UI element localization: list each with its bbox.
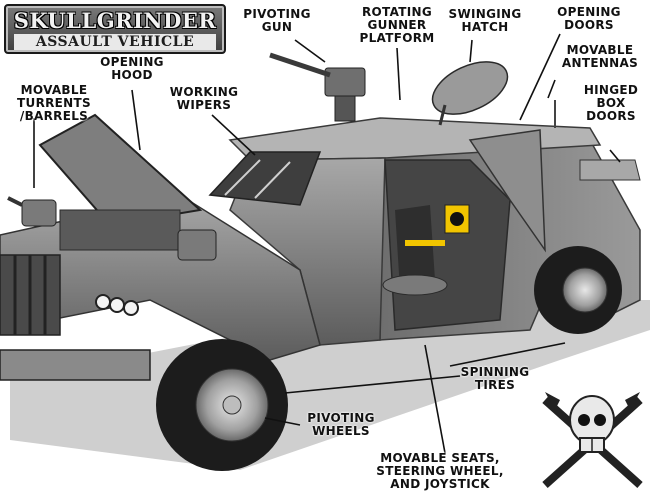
headlight [95,294,111,310]
callout-pivoting-wheels: PIVOTING WHEELS [307,411,375,438]
callout-spinning-tires: SPINNING TIRES [460,365,530,392]
callout-pivoting-gun: PIVOTING GUN [243,7,311,34]
front-turret [21,199,57,227]
arrow-seats [424,344,446,454]
logo-subtitle: ASSAULT VEHICLE [14,34,216,50]
front-turret [177,229,217,261]
logo-title: SKULLGRINDER [13,8,217,33]
arrow-swinging-hatch [469,39,473,63]
callout-movable-antennas: MOVABLE ANTENNAS [561,43,639,70]
arrow-antennas [547,79,556,99]
arrow-box-doors [609,149,621,163]
hinged-box [579,159,641,181]
arrow-tires [449,342,566,367]
gun-barrel [269,52,331,78]
gunner-platform [382,274,448,296]
callout-lines [33,33,621,454]
arrow-opening-doors [519,33,561,121]
windshield [208,151,322,206]
hatch-arm [438,104,447,126]
callout-movable-turrents-barrels: MOVABLE TURRENTS /BARRELS [17,83,91,123]
callout-movable-seats: MOVABLE SEATS, STEERING WHEEL, AND JOYST… [376,451,504,491]
gun-mount [334,95,356,122]
arrow-pivoting-gun [294,39,326,63]
arrow-opening-hood [131,89,141,151]
wiper [254,161,291,199]
seat [395,205,435,290]
bumper [0,349,151,381]
arrow-wheels [264,417,301,426]
swinging-hatch [431,61,509,115]
arrow-gunner-platform [396,47,401,101]
skull-crossed-guns-icon [542,392,643,488]
callout-swinging-hatch: SWINGING HATCH [448,7,522,34]
callout-rotating-gunner-platform: ROTATING GUNNER PLATFORM [359,5,435,45]
wiper [224,159,261,196]
headlight [109,297,125,313]
product-logo: SKULLGRINDER ASSAULT VEHICLE [4,4,226,54]
hazard-stripe [405,240,445,246]
callout-opening-doors: OPENING DOORS [557,5,621,32]
callout-working-wipers: WORKING WIPERS [169,85,239,112]
hub [222,395,242,415]
engine [59,209,181,251]
callout-opening-hood: OPENING HOOD [100,55,164,82]
arrow-wipers [211,114,256,156]
callout-hinged-box-doors: HINGED BOX DOORS [583,83,639,123]
headlight [123,300,139,316]
open-door-panel [468,129,546,253]
gun-body [324,67,366,97]
rear-rim [562,267,608,313]
turret-barrel [7,196,23,207]
open-hood [38,113,203,227]
radiation-symbol-icon [450,212,464,226]
